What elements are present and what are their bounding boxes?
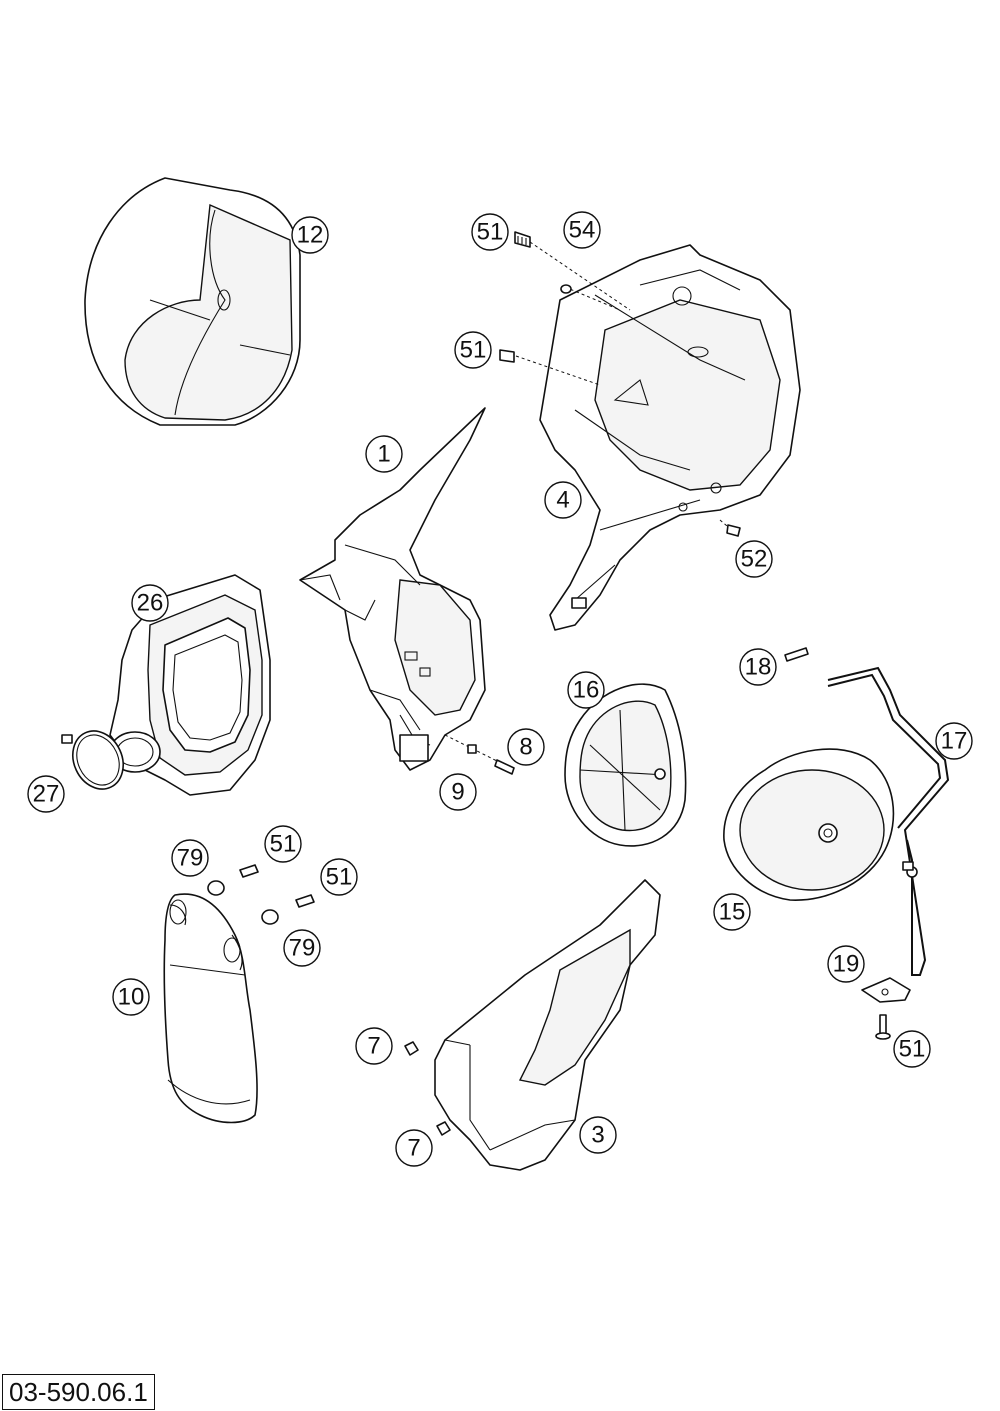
part-3-side-panel-right	[404, 879, 661, 1171]
callout-17: 17	[935, 722, 973, 760]
fastener-group-left-panel	[207, 864, 315, 925]
callout-15-label: 15	[719, 899, 746, 926]
callout-3-label: 3	[591, 1122, 604, 1149]
callout-51-label: 51	[899, 1036, 926, 1063]
callout-8-label: 8	[519, 734, 532, 761]
callout-16: 16	[567, 671, 605, 709]
part-19-bracket	[861, 977, 911, 1040]
callout-18-label: 18	[745, 654, 772, 681]
callout-26-label: 26	[137, 590, 164, 617]
part-27-hose-clamp	[61, 730, 124, 790]
callout-27: 27	[27, 775, 65, 813]
diagram-reference-number: 03-590.06.1	[2, 1374, 155, 1410]
part-4-rear-fender	[539, 244, 801, 631]
callout-19-label: 19	[833, 951, 860, 978]
callout-79: 79	[171, 839, 209, 877]
callout-10-label: 10	[118, 984, 145, 1011]
part-10-side-panel-left	[163, 893, 258, 1124]
callout-10: 10	[112, 978, 150, 1016]
part-26-air-filter	[109, 574, 271, 796]
callout-27-label: 27	[33, 781, 60, 808]
callout-7: 7	[395, 1129, 433, 1167]
part-18-pin	[784, 647, 809, 662]
callout-51-label: 51	[460, 337, 487, 364]
callout-1: 1	[365, 435, 403, 473]
callout-3: 3	[579, 1116, 617, 1154]
callout-15: 15	[713, 893, 751, 931]
part-17-wire-bracket	[827, 666, 950, 976]
part-8-9-hardware	[444, 734, 515, 775]
callout-9-label: 9	[451, 779, 464, 806]
callout-51-label: 51	[270, 831, 297, 858]
callout-16-label: 16	[573, 677, 600, 704]
callout-79-label: 79	[289, 935, 316, 962]
callout-51: 51	[471, 213, 509, 251]
callout-52-label: 52	[741, 546, 768, 573]
callout-54-label: 54	[569, 217, 596, 244]
callout-51: 51	[893, 1030, 931, 1068]
callout-18: 18	[739, 648, 777, 686]
callout-4: 4	[544, 481, 582, 519]
callout-7: 7	[355, 1027, 393, 1065]
callout-7-label: 7	[407, 1135, 420, 1162]
callout-51-label: 51	[477, 219, 504, 246]
callout-12-label: 12	[297, 222, 324, 249]
callout-51: 51	[320, 858, 358, 896]
callout-51: 51	[454, 331, 492, 369]
callout-1-label: 1	[377, 441, 390, 468]
part-15-filter-cover	[723, 748, 895, 901]
callout-51: 51	[264, 825, 302, 863]
callout-79: 79	[283, 929, 321, 967]
callout-4-label: 4	[556, 487, 569, 514]
part-16-filter-cage	[564, 683, 687, 847]
fastener-group-fender	[499, 231, 741, 537]
callout-7-label: 7	[367, 1033, 380, 1060]
callout-54: 54	[563, 211, 601, 249]
callout-8: 8	[507, 728, 545, 766]
callout-79-label: 79	[177, 845, 204, 872]
callout-9: 9	[439, 773, 477, 811]
callout-52: 52	[735, 540, 773, 578]
part-1-airbox	[299, 407, 486, 771]
callout-26: 26	[131, 584, 169, 622]
callout-12: 12	[291, 216, 329, 254]
part-12-airbox-cover	[84, 177, 301, 426]
callout-51-label: 51	[326, 864, 353, 891]
callout-17-label: 17	[941, 728, 968, 755]
callout-19: 19	[827, 945, 865, 983]
